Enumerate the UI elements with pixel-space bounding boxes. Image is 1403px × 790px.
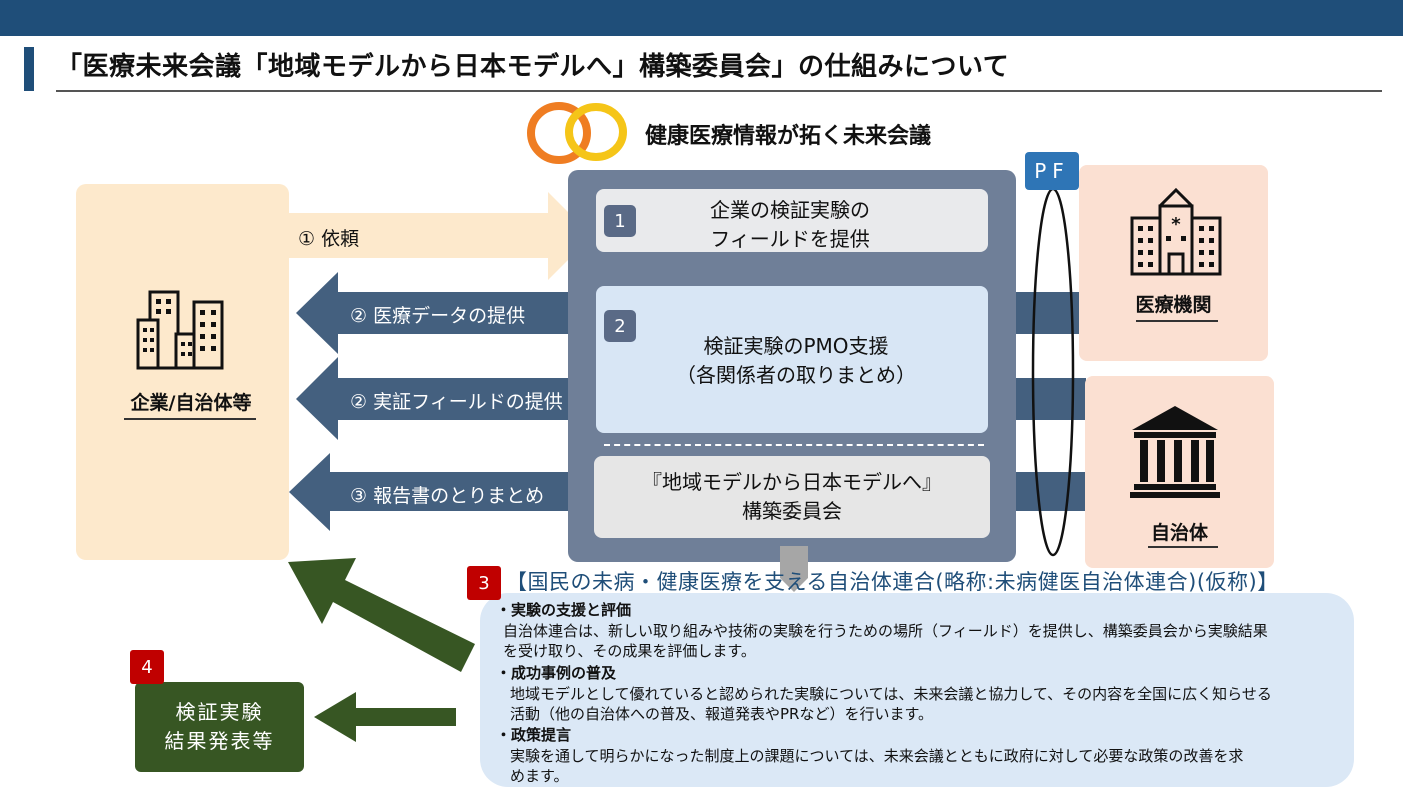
top-bar bbox=[0, 0, 1403, 36]
support-eval-line2: を受け取り、その成果を評価します。 bbox=[503, 642, 756, 660]
step-4-badge: 4 bbox=[130, 650, 164, 684]
pmo-support-box bbox=[596, 286, 988, 433]
company-municipality-label: 企業/自治体等 bbox=[130, 392, 252, 414]
page-title: 「医療未来会議「地域モデルから日本モデルへ」構築委員会」の仕組みについて bbox=[56, 52, 1010, 82]
step-1-badge: 1 bbox=[604, 205, 636, 237]
title-accent bbox=[24, 47, 34, 91]
municipal-alliance-box bbox=[480, 593, 1354, 787]
medical-data-label: ② 医療データの提供 bbox=[350, 305, 526, 327]
results-line1: 検証実験 bbox=[175, 700, 264, 724]
publish-arrow bbox=[314, 692, 456, 742]
support-eval-heading: ・実験の支援と評価 bbox=[496, 601, 632, 619]
committee-line1: 『地域モデルから日本モデルへ』 bbox=[642, 470, 942, 494]
success-spread-heading: ・成功事例の普及 bbox=[496, 664, 617, 682]
step-2-badge: 2 bbox=[604, 310, 636, 342]
svg-text:*: * bbox=[1171, 214, 1181, 235]
hospital-underline bbox=[1136, 320, 1218, 322]
field-provision-text: 企業の検証実験の フィールドを提供 bbox=[640, 196, 940, 254]
committee-line2: 構築委員会 bbox=[742, 499, 842, 523]
hospital-label: 医療機関 bbox=[1135, 294, 1212, 316]
company-municipality-box bbox=[76, 184, 289, 560]
policy-line2: めます。 bbox=[510, 767, 569, 785]
results-line2: 結果発表等 bbox=[164, 729, 275, 753]
field-provision-line2: フィールドを提供 bbox=[710, 227, 870, 251]
committee-text: 『地域モデルから日本モデルへ』 構築委員会 bbox=[594, 468, 990, 526]
pmo-support-text: 検証実験のPMO支援 （各関係者の取りまとめ） bbox=[646, 332, 946, 390]
request-arrow bbox=[289, 192, 592, 280]
committee-box bbox=[594, 456, 990, 538]
buildings-icon bbox=[136, 290, 224, 370]
feedback-arrow bbox=[288, 558, 475, 672]
hospital-icon: * bbox=[1130, 188, 1222, 276]
field-provision-box bbox=[596, 189, 988, 252]
municipality-underline bbox=[1148, 546, 1218, 548]
field-provision-line1: 企業の検証実験の bbox=[710, 198, 870, 222]
government-building-icon bbox=[1130, 406, 1220, 498]
down-arrow-icon bbox=[780, 546, 808, 592]
pmo-support-line2: （各関係者の取りまとめ） bbox=[676, 363, 916, 387]
pmo-support-line1: 検証実験のPMO支援 bbox=[703, 334, 889, 358]
step-3-badge: 3 bbox=[467, 566, 501, 600]
municipality-label: 自治体 bbox=[1150, 522, 1208, 544]
success-spread-line2: 活動（他の自治体への普及、報道発表やPRなど）を行います。 bbox=[510, 705, 933, 723]
pf-badge: PF bbox=[1025, 152, 1079, 190]
label-underline bbox=[124, 418, 256, 420]
success-spread-line1: 地域モデルとして優れていると認められた実験については、未来会議と協力して、その内… bbox=[510, 685, 1272, 703]
results-announcement-box: 検証実験 結果発表等 bbox=[135, 682, 304, 772]
alliance-title: 【国民の未病・健康医療を支える自治体連合(略称:未病健医自治体連合)(仮称)】 bbox=[506, 570, 1279, 594]
policy-line1: 実験を通して明らかになった制度上の課題については、未来会議とともに政府に対して必… bbox=[510, 747, 1244, 765]
dashed-divider bbox=[604, 444, 984, 446]
rings-logo-icon bbox=[527, 102, 627, 164]
report-label: ③ 報告書のとりまとめ bbox=[350, 485, 545, 507]
policy-heading: ・政策提言 bbox=[496, 726, 572, 744]
field-provision-label: ② 実証フィールドの提供 bbox=[350, 391, 563, 413]
request-label: ① 依頼 bbox=[298, 228, 360, 250]
title-underline bbox=[56, 90, 1382, 92]
support-eval-line1: 自治体連合は、新しい取り組みや技術の実験を行うための場所（フィールド）を提供し、… bbox=[503, 622, 1268, 640]
logo-text: 健康医療情報が拓く未来会議 bbox=[645, 124, 932, 149]
